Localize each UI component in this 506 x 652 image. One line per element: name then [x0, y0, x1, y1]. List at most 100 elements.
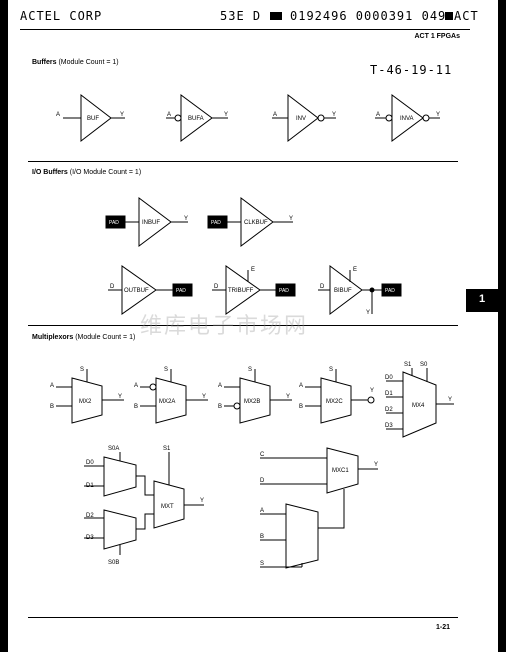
mx2-symbol: A B S MX2 Y [50, 367, 124, 424]
mxc1-output-y: Y [374, 462, 378, 468]
mxt-input-d1: D1 [86, 483, 94, 489]
mx2c-label: MX2C [326, 399, 343, 405]
inv-output-y: Y [332, 112, 336, 118]
bufa-input-a: A [167, 112, 171, 118]
mx2-select-s: S [80, 367, 84, 373]
mx2c-select-s: S [329, 367, 333, 373]
mxt-select-s0b: S0B [108, 560, 119, 566]
page-number: 1-21 [436, 624, 451, 631]
header-code: 53E D [220, 9, 262, 23]
watermark: 维库电子市场网 [140, 314, 309, 339]
buffers-heading: Buffers (Module Count = 1) [32, 59, 119, 66]
mx4-input-d3: D3 [385, 423, 393, 429]
bibuf-input-d: D [320, 284, 325, 290]
mx2c-symbol: A B S MX2C Y [299, 367, 375, 424]
inbuf-label: INBUF [142, 220, 160, 226]
bibuf-symbol: PAD D E Y BIBUF [318, 265, 402, 316]
mx4-select-s0: S0 [420, 362, 428, 368]
buf-label: BUF [87, 116, 99, 122]
bibuf-output-y: Y [366, 310, 370, 316]
inbuf-pad: PAD [109, 220, 119, 226]
mx4-select-s1: S1 [404, 362, 412, 368]
handwritten-note: T-46-19-11 [370, 63, 453, 77]
mx4-input-d2: D2 [385, 407, 393, 413]
mx4-input-d1: D1 [385, 391, 393, 397]
mxt-label: MXT [161, 504, 174, 510]
mxt-select-s0a: S0A [108, 446, 119, 452]
inva-label: INVA [400, 116, 414, 122]
inv-symbol: A INV Y [272, 93, 336, 143]
tribuff-symbol: PAD D E TRIBUFF [212, 265, 296, 315]
bufa-symbol: A BUFA Y [166, 94, 228, 142]
inva-input-a: A [376, 112, 380, 118]
mx2c-input-b: B [299, 404, 303, 410]
mxt-input-d2: D2 [86, 513, 94, 519]
clkbuf-label: CLKBUF [244, 220, 268, 226]
mx2b-input-a: A [218, 383, 222, 389]
clkbuf-output-y: Y [289, 216, 293, 222]
mx2c-input-a: A [299, 383, 303, 389]
section-rule-1 [28, 161, 458, 162]
buf-input-a: A [56, 112, 60, 118]
bibuf-label: BIBUF [334, 288, 352, 294]
tribuff-enable-e: E [251, 267, 255, 273]
brand-name: ACT [454, 9, 479, 23]
outbuf-input-d: D [110, 284, 115, 290]
mx2c-output-y: Y [370, 388, 374, 394]
barcode-number: 0192496 0000391 049 [290, 9, 447, 23]
mx2a-select-s: S [164, 367, 168, 373]
mxc1-input-c: C [260, 452, 265, 458]
tribuff-input-d: D [214, 284, 219, 290]
chapter-tab: 1 [466, 289, 498, 312]
mx2-output-y: Y [118, 394, 122, 400]
mx4-symbol: D0 D1 D2 D3 S1 S0 MX4 Y [385, 362, 454, 438]
mx2b-select-s: S [248, 367, 252, 373]
datasheet-page: ACTEL CORP 53E D 0192496 0000391 049 ACT… [8, 0, 498, 652]
bufa-label: BUFA [188, 116, 204, 122]
mxc1-label: MXC1 [332, 468, 349, 474]
mxt-select-s1: S1 [163, 446, 171, 452]
outbuf-symbol: PAD D OUTBUF [108, 265, 193, 315]
inv-input-a: A [273, 112, 277, 118]
header-brand-mark [445, 12, 453, 20]
outbuf-pad: PAD [176, 288, 186, 294]
mx2-label: MX2 [79, 399, 92, 405]
tribuff-label: TRIBUFF [228, 288, 254, 294]
mxc1-symbol: C D A B S MXC1 Y [260, 447, 378, 569]
mx2a-output-y: Y [202, 394, 206, 400]
tribuff-pad: PAD [279, 288, 289, 294]
inv-label: INV [296, 116, 306, 122]
mxc1-input-s: S [260, 561, 264, 567]
mxc1-input-b: B [260, 534, 264, 540]
mx4-input-d0: D0 [385, 375, 393, 381]
section-title: ACT 1 FPGAs [414, 33, 460, 40]
buf-symbol: A BUF Y [56, 93, 125, 143]
mx2a-label: MX2A [159, 399, 175, 405]
mxc1-input-d: D [260, 478, 265, 484]
mx2b-output-y: Y [286, 394, 290, 400]
buf-output-y: Y [120, 112, 124, 118]
mxt-output-y: Y [200, 498, 204, 504]
header-block-mark [270, 12, 282, 20]
schematic-diagram: A BUF Y A BUFA Y A INV [50, 93, 454, 569]
mx2b-input-b: B [218, 404, 222, 410]
mx2b-label: MX2B [244, 399, 260, 405]
clkbuf-symbol: PAD CLKBUF Y [207, 197, 293, 247]
bibuf-pad: PAD [385, 288, 395, 294]
mx4-output-y: Y [448, 397, 452, 403]
mx2-input-a: A [50, 383, 54, 389]
mx2a-input-a: A [134, 383, 138, 389]
mxc1-input-a: A [260, 508, 264, 514]
mx2b-symbol: A B S MX2B Y [218, 367, 292, 424]
bufa-output-y: Y [224, 112, 228, 118]
inva-output-y: Y [436, 112, 440, 118]
outbuf-label: OUTBUF [124, 288, 149, 294]
mxt-input-d0: D0 [86, 460, 94, 466]
mx2-input-b: B [50, 404, 54, 410]
mxt-symbol: D0 D1 D2 D3 S0A S0B S1 MXT Y [84, 446, 204, 566]
clkbuf-pad: PAD [211, 220, 221, 226]
inva-symbol: A INVA Y [375, 94, 440, 142]
section-rule-2 [28, 325, 458, 326]
io-buffers-heading: I/O Buffers (I/O Module Count = 1) [32, 169, 142, 176]
inbuf-output-y: Y [184, 216, 188, 222]
